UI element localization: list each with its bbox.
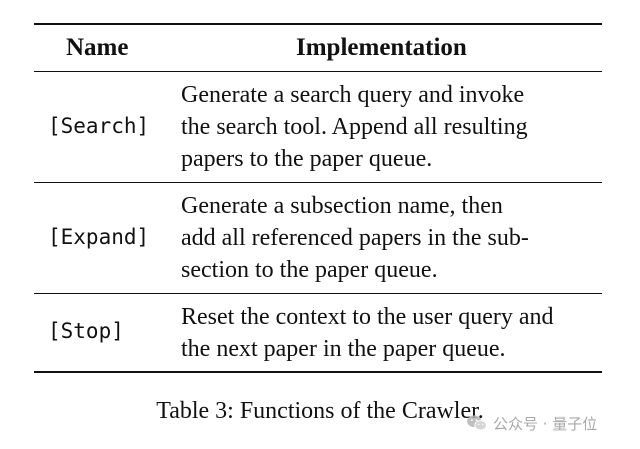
function-name-search: [Search]: [48, 114, 150, 138]
watermark-text: 公众号 · 量子位: [493, 414, 598, 433]
implementation-search: Generate a search query and invoke the s…: [181, 79, 601, 175]
implementation-expand: Generate a subsection name, then add all…: [181, 190, 601, 286]
table-caption: Table 3: Functions of the Crawler.: [156, 398, 484, 424]
implementation-line: the next paper in the paper queue.: [181, 336, 506, 362]
implementation-line: Generate a subsection name, then: [181, 193, 503, 219]
implementation-line: section to the paper queue.: [181, 257, 438, 283]
implementation-line: the search tool. Append all resulting: [181, 114, 528, 140]
watermark: 公众号 · 量子位: [466, 412, 597, 434]
function-name-expand: [Expand]: [48, 225, 150, 249]
row-rule: [34, 293, 602, 294]
table-bottom-rule: [34, 371, 602, 373]
implementation-line: papers to the paper queue.: [181, 146, 433, 172]
function-name-stop: [Stop]: [48, 319, 124, 343]
wechat-logo-icon: [467, 415, 487, 431]
header-name: Name: [66, 34, 129, 61]
header-implementation: Implementation: [296, 34, 467, 61]
implementation-line: Reset the context to the user query and: [181, 304, 554, 330]
table-top-rule: [34, 23, 602, 25]
row-rule: [34, 182, 602, 183]
implementation-stop: Reset the context to the user query and …: [181, 301, 601, 365]
implementation-line: Generate a search query and invoke: [181, 82, 525, 108]
implementation-line: add all referenced papers in the sub-: [181, 225, 529, 251]
header-rule: [34, 71, 602, 72]
